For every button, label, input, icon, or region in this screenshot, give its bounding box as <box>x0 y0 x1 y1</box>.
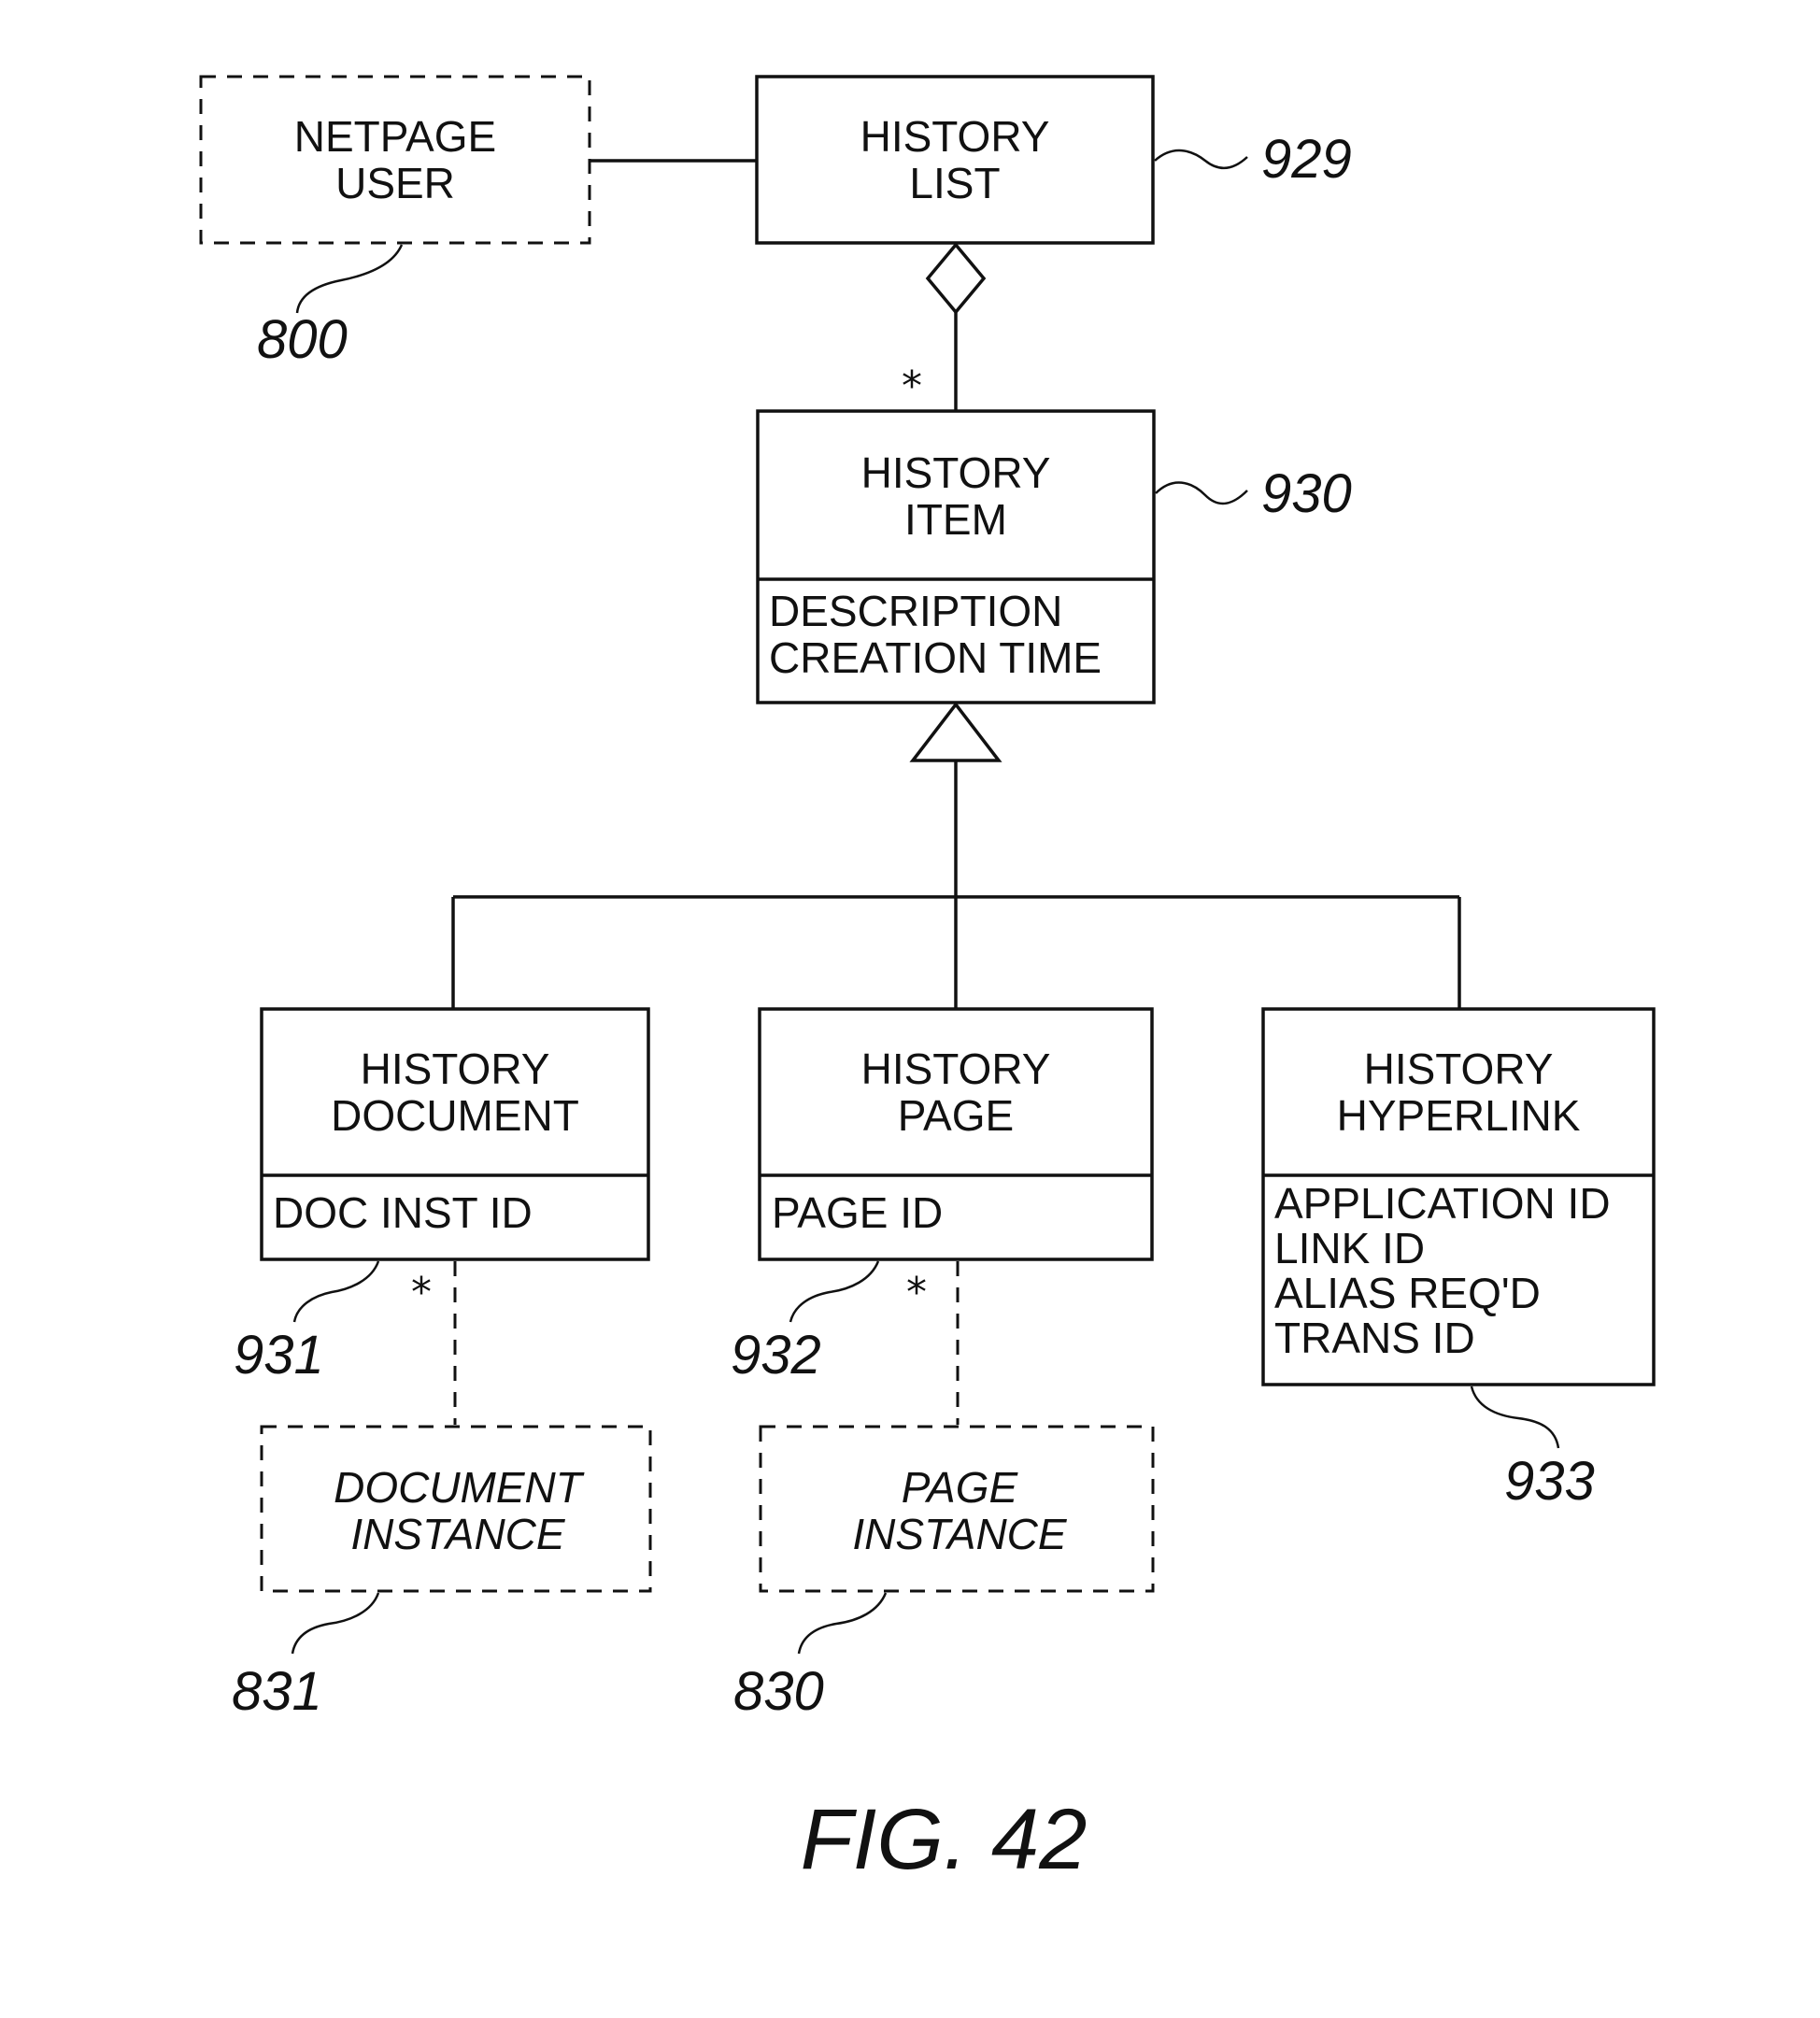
leader-831 <box>291 1592 380 1655</box>
history-page-name-line-1: HISTORY <box>861 1045 1051 1093</box>
leader-932 <box>789 1260 880 1323</box>
multiplicity-document-instance: * <box>411 1269 432 1316</box>
leader-830 <box>797 1592 888 1655</box>
history-list-box: HISTORY LIST <box>755 75 1155 245</box>
history-document-name-line-1: HISTORY <box>361 1045 550 1093</box>
ref-931: 931 <box>234 1325 324 1386</box>
multiplicity-list-item: * <box>902 362 922 410</box>
history-hyperlink-attr-4: TRANS ID <box>1274 1314 1475 1362</box>
history-item-name-line-1: HISTORY <box>861 448 1051 497</box>
aggregation-diamond <box>925 242 987 315</box>
history-page-name-line-2: PAGE <box>898 1091 1014 1140</box>
ref-932: 932 <box>731 1325 821 1386</box>
ref-930: 930 <box>1261 463 1352 524</box>
document-instance-name-line-2: INSTANCE <box>350 1510 565 1558</box>
multiplicity-page-instance: * <box>906 1269 927 1316</box>
netpage-user-box: NETPAGE USER <box>199 75 591 245</box>
document-instance-box: DOCUMENT INSTANCE <box>260 1425 652 1593</box>
page-instance-name-line-2: INSTANCE <box>852 1510 1067 1558</box>
history-hyperlink-attr-1: APPLICATION ID <box>1274 1179 1611 1228</box>
ref-933: 933 <box>1504 1451 1595 1512</box>
history-document-box: HISTORY DOCUMENT DOC INST ID <box>260 1007 650 1261</box>
page-instance-box: PAGE INSTANCE <box>759 1425 1155 1593</box>
history-item-attr-1: DESCRIPTION <box>769 587 1062 635</box>
history-list-name-line-2: LIST <box>909 159 1000 207</box>
history-document-attr-1: DOC INST ID <box>273 1188 533 1237</box>
netpage-user-name-line-2: USER <box>335 159 455 207</box>
history-hyperlink-name-line-1: HISTORY <box>1364 1045 1554 1093</box>
leader-930 <box>1155 481 1248 505</box>
history-hyperlink-box: HISTORY HYPERLINK APPLICATION ID LINK ID… <box>1261 1007 1656 1386</box>
ref-830: 830 <box>733 1661 824 1722</box>
ref-800: 800 <box>257 309 348 370</box>
ref-929: 929 <box>1261 129 1352 190</box>
page-instance-name-line-1: PAGE <box>902 1463 1019 1512</box>
history-item-box: HISTORY ITEM DESCRIPTION CREATION TIME <box>756 409 1156 704</box>
history-item-name-line-2: ITEM <box>904 495 1007 544</box>
netpage-user-name-line-1: NETPAGE <box>294 112 496 161</box>
figure-label: FIG. 42 <box>801 1792 1088 1887</box>
history-hyperlink-name-line-2: HYPERLINK <box>1337 1091 1581 1140</box>
history-page-attr-1: PAGE ID <box>772 1188 943 1237</box>
history-page-box: HISTORY PAGE PAGE ID <box>758 1007 1154 1261</box>
history-item-attr-2: CREATION TIME <box>769 633 1102 682</box>
leader-929 <box>1154 149 1248 169</box>
history-hyperlink-attr-2: LINK ID <box>1274 1224 1425 1272</box>
leader-931 <box>292 1260 380 1323</box>
leader-800 <box>295 244 404 314</box>
history-document-name-line-2: DOCUMENT <box>331 1091 579 1140</box>
history-hyperlink-attr-3: ALIAS REQ'D <box>1274 1269 1541 1317</box>
history-list-name-line-1: HISTORY <box>860 112 1050 161</box>
ref-831: 831 <box>232 1661 322 1722</box>
document-instance-name-line-1: DOCUMENT <box>334 1463 585 1512</box>
leader-933 <box>1470 1386 1560 1449</box>
generalization-triangle <box>909 702 1002 762</box>
